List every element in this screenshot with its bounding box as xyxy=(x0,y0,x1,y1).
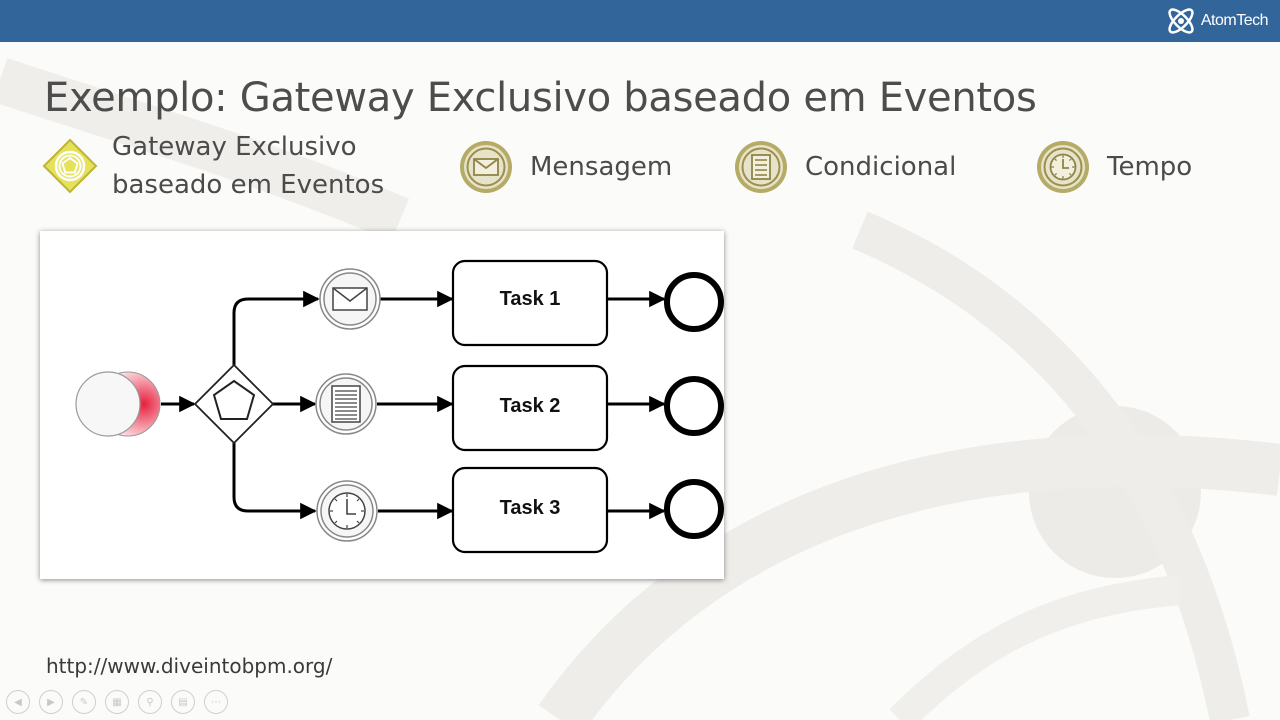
legend-timer: Tempo xyxy=(1035,139,1192,195)
legend-conditional: Condicional xyxy=(733,139,956,195)
legend-conditional-label: Condicional xyxy=(805,152,957,182)
task-3-box xyxy=(451,466,609,554)
conditional-event-icon xyxy=(735,141,787,193)
header-bar: AtomTech xyxy=(0,0,1280,42)
bpmn-diagram: Task 1 Task 2 Task 3 xyxy=(40,231,724,579)
timer-catch-event xyxy=(316,480,378,542)
subtitles-icon[interactable]: ▤ xyxy=(171,690,195,714)
logo-text: AtomTech xyxy=(1200,12,1269,29)
sequence-flows xyxy=(161,290,666,520)
conditional-catch-event xyxy=(315,373,377,435)
event-based-gateway xyxy=(193,363,275,445)
legend-gateway: Gateway Exclusivo baseado em Eventos xyxy=(42,128,384,204)
event-based-gateway-icon xyxy=(42,138,98,194)
zoom-icon[interactable]: ⚲ xyxy=(138,690,162,714)
task-3-label: Task 3 xyxy=(499,497,561,519)
atom-logo-icon xyxy=(1168,8,1194,34)
source-url: http://www.diveintobpm.org/ xyxy=(46,654,333,678)
legend-gateway-label: Gateway Exclusivo baseado em Eventos xyxy=(112,132,385,200)
message-catch-event xyxy=(319,268,381,330)
task-1-box xyxy=(451,259,609,347)
end-event-1 xyxy=(664,272,724,332)
legend-timer-label: Tempo xyxy=(1107,152,1193,182)
end-event-2 xyxy=(664,376,724,436)
more-icon[interactable]: ⋯ xyxy=(204,690,228,714)
start-event xyxy=(75,371,161,437)
slide-title: Exemplo: Gateway Exclusivo baseado em Ev… xyxy=(44,74,1037,121)
task-1-label: Task 1 xyxy=(499,288,561,310)
atomtech-logo: AtomTech xyxy=(1164,4,1269,38)
slides-icon[interactable]: ▦ xyxy=(105,690,129,714)
end-event-3 xyxy=(664,479,724,539)
next-icon[interactable]: ▶ xyxy=(39,690,63,714)
task-2-box xyxy=(451,364,609,452)
timer-event-icon xyxy=(1037,141,1089,193)
previous-icon[interactable]: ◀ xyxy=(6,690,30,714)
task-2-label: Task 2 xyxy=(499,395,561,417)
pen-icon[interactable]: ✎ xyxy=(72,690,96,714)
slideshow-controls: ◀ ▶ ✎ ▦ ⚲ ▤ ⋯ xyxy=(6,690,228,714)
legend-message: Mensagem xyxy=(458,139,672,195)
legend-message-label: Mensagem xyxy=(530,152,673,182)
message-event-icon xyxy=(460,141,512,193)
